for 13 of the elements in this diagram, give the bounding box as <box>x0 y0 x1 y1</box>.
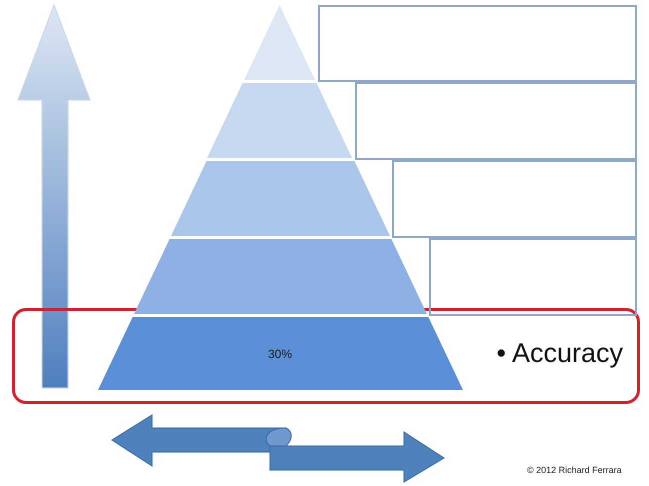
copyright-note: © 2012 Richard Ferrara <box>527 465 622 475</box>
pyramid-tier <box>244 5 316 80</box>
pyramid-tier <box>134 239 426 314</box>
highlight-frame <box>12 308 640 404</box>
text-panel <box>355 82 637 160</box>
percentage-label: 30% <box>268 346 292 360</box>
text-panel <box>318 5 637 82</box>
text-panel <box>392 160 637 238</box>
text-panel <box>429 238 637 316</box>
pyramid-tier <box>170 161 390 236</box>
pyramid-tier <box>207 83 353 158</box>
pyramid-tier <box>98 317 462 390</box>
bullet-item: • Accuracy <box>496 338 623 368</box>
